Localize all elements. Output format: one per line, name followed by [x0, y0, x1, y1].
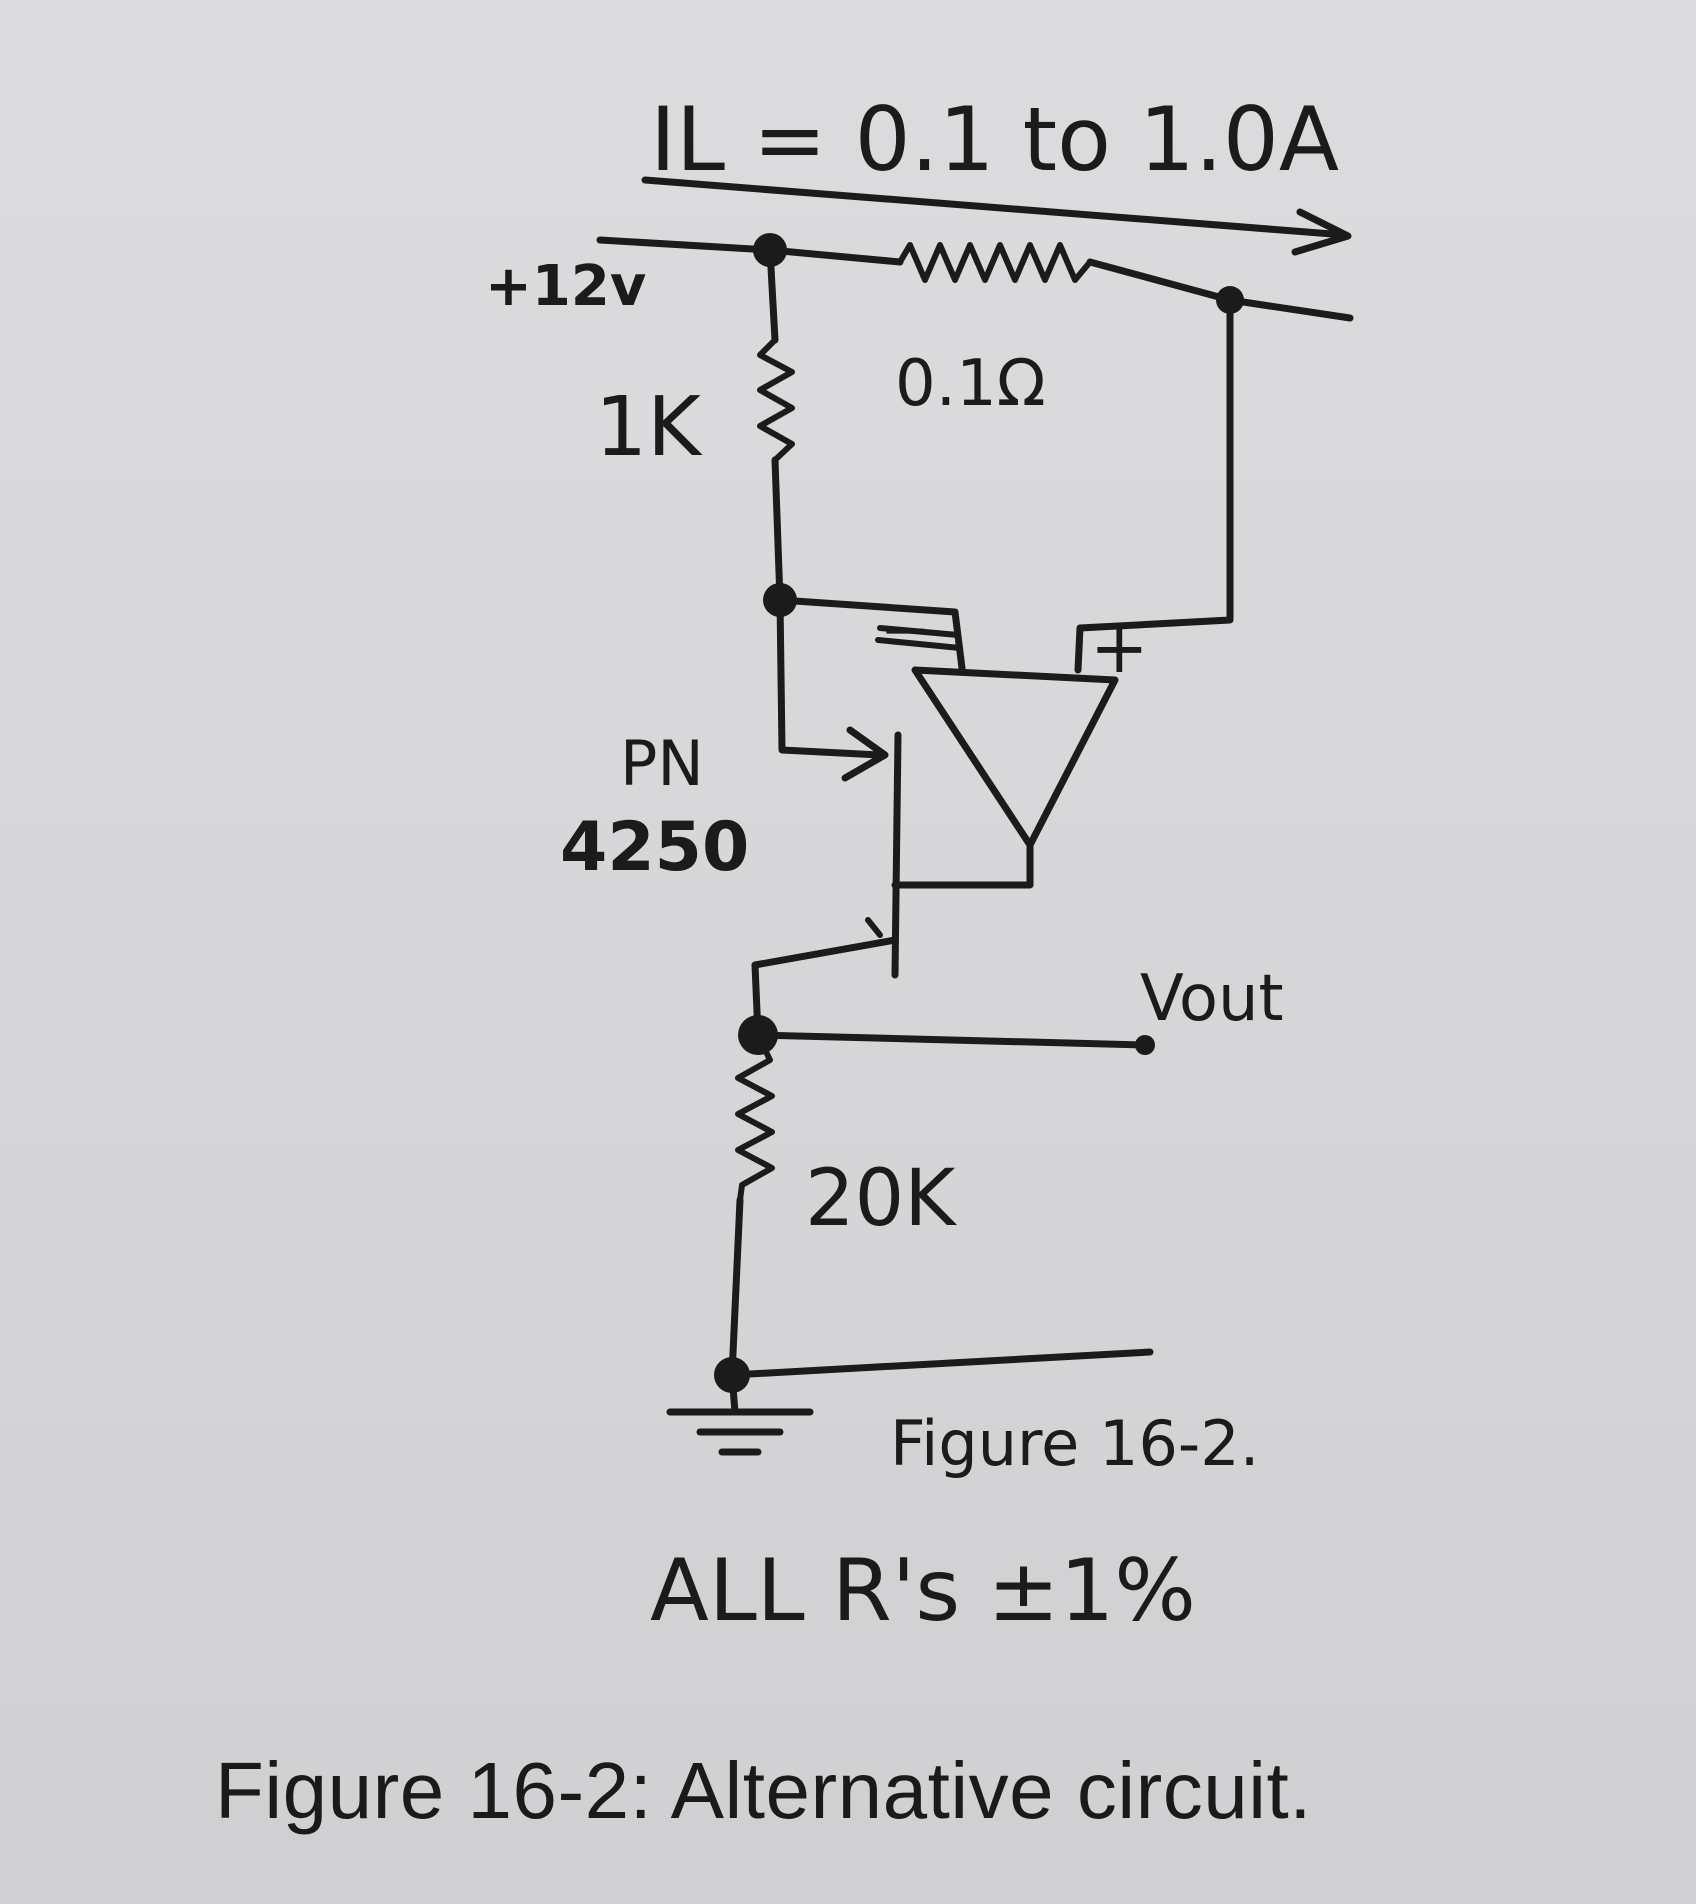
emitter-wire [776, 596, 884, 759]
r1-label: 1K [595, 380, 703, 475]
minus-input-stub [875, 625, 963, 651]
opamp-plus: + [1090, 607, 1149, 689]
sense-resistor [897, 242, 1093, 283]
sense-wire-left [766, 246, 904, 266]
junction-r1-bottom [763, 583, 797, 617]
output-label: Vout [1140, 962, 1284, 1036]
tolerance-note: ALL R's ±1% [650, 1541, 1196, 1641]
vout-wire [754, 1031, 1149, 1049]
ground-icon [666, 1371, 814, 1456]
terminal-vout [1135, 1035, 1155, 1055]
r2-label: 20K [805, 1154, 957, 1244]
junction-supply [753, 233, 787, 267]
sense-resistor-label: 0.1Ω [895, 347, 1046, 421]
opamp-minus: − [880, 595, 930, 665]
opamp-output-wire [891, 841, 1034, 889]
transistor-base-bar [891, 731, 902, 979]
supply-label: +12v [485, 254, 646, 319]
figure-label: Figure 16-2. [890, 1407, 1259, 1480]
opamp [911, 666, 1119, 849]
collector-tick [865, 917, 883, 938]
ground-return-wire [728, 1348, 1154, 1379]
r2-wire-bottom [728, 1196, 744, 1379]
r1-resistor [757, 337, 795, 463]
current-label: IL = 0.1 to 1.0A [650, 88, 1339, 191]
r1-wire-bottom [771, 456, 784, 604]
junction-ground [714, 1357, 750, 1393]
current-arrow-head [1291, 208, 1352, 256]
junction-sense-right [1216, 286, 1244, 314]
figure-caption: Figure 16-2: Alternative circuit. [215, 1746, 1312, 1835]
emitter-arrow [841, 726, 889, 782]
supply-wire [596, 236, 774, 254]
junction-output [738, 1015, 778, 1055]
transistor-label-line1: PN [620, 727, 704, 800]
plus-feedback-wire [1074, 296, 1234, 674]
current-arrow [641, 176, 1349, 239]
transistor-label-line2: 4250 [560, 808, 749, 887]
r2-resistor [735, 1032, 775, 1203]
collector-wire [751, 936, 899, 1039]
